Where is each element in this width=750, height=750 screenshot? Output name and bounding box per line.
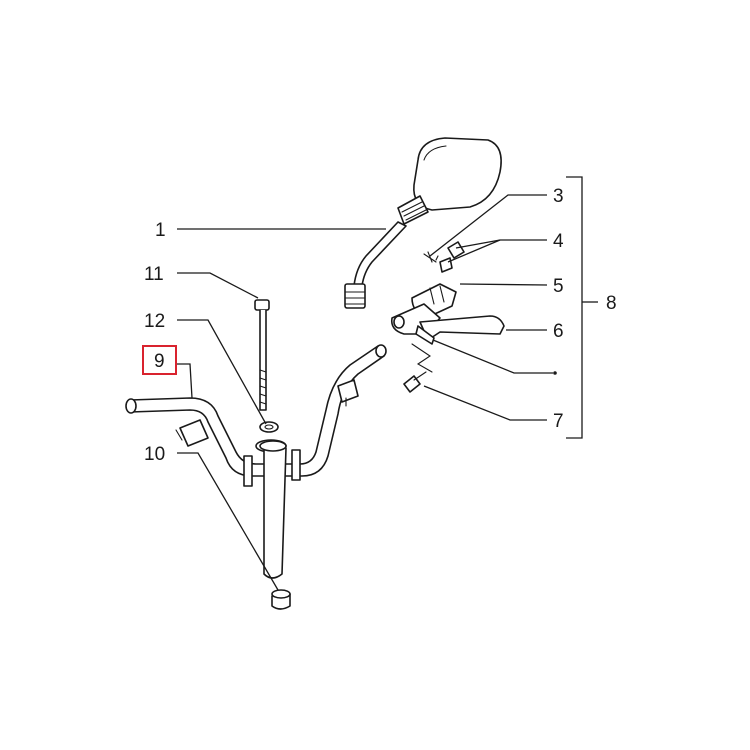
handlebar (125, 344, 387, 579)
label-part-9[interactable]: 9 (154, 351, 165, 372)
label-part-7: 7 (553, 411, 564, 432)
label-part-3: 3 (553, 186, 564, 207)
highlight-box-part-9 (142, 345, 177, 375)
bolt (254, 299, 270, 411)
label-part-1: 1 (155, 220, 166, 241)
label-part-6: 6 (553, 321, 564, 342)
end-cap (271, 589, 291, 610)
leader-lines (177, 176, 598, 591)
washer (259, 421, 279, 433)
label-part-4: 4 (553, 231, 564, 252)
switch-wire (403, 343, 433, 393)
label-part-11: 11 (144, 264, 164, 285)
label-part-5: 5 (553, 276, 564, 297)
brake-lever (415, 315, 505, 345)
screw-small (423, 251, 439, 263)
mirror (344, 137, 502, 309)
label-part-10: 10 (144, 444, 165, 465)
label-part-8: 8 (606, 293, 617, 314)
label-part-12: 12 (144, 311, 165, 332)
